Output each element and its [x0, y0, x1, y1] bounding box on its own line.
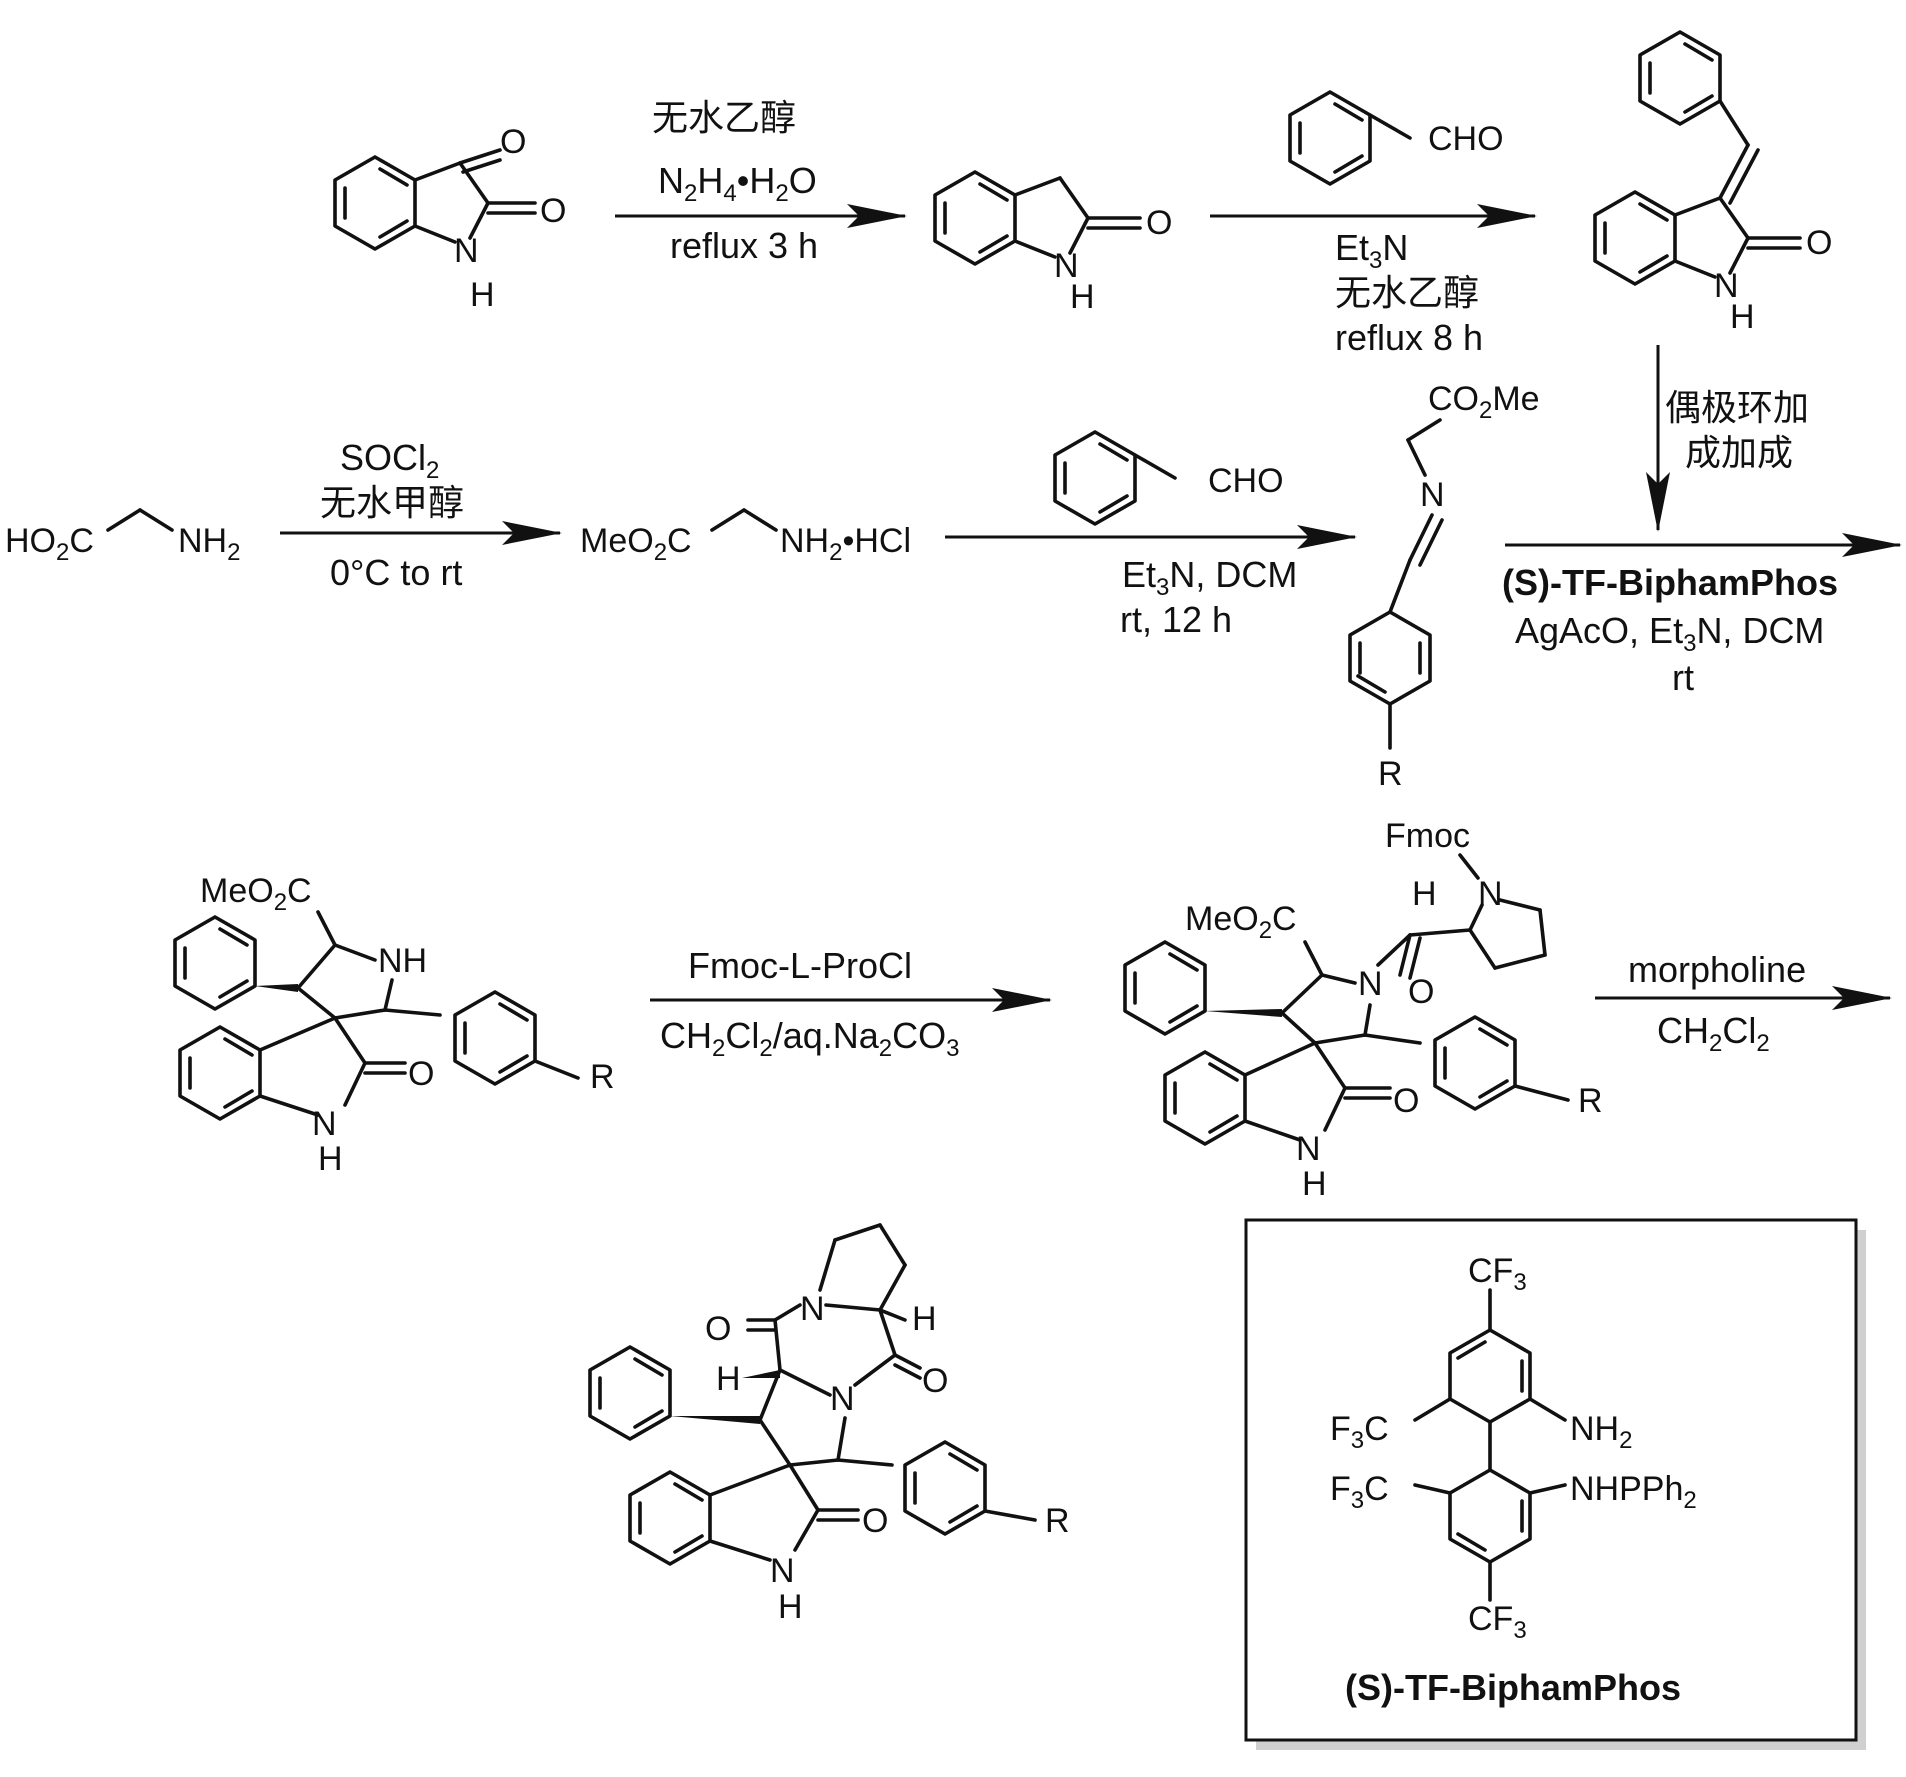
- fmoc-pro-amide-o: O: [1408, 973, 1434, 1011]
- step7-reagent: Fmoc-L-ProCl: [688, 945, 912, 986]
- dkp-o1: O: [705, 1310, 731, 1348]
- cho-label-1: CHO: [1428, 120, 1504, 158]
- benzylidene-h: H: [1730, 298, 1755, 336]
- isatin-structure: O O N H: [335, 123, 566, 314]
- dkp-r: R: [1045, 1502, 1070, 1540]
- fmoc-pro-amide-structure: Fmoc N H O N MeO2C R: [1125, 817, 1603, 1203]
- ligand-box: CF3 F3C NH2 F3C NHPPh2 CF3 (S)-TF-Bipham…: [1246, 1220, 1866, 1750]
- spiro2-meo2c: MeO2C: [1185, 900, 1297, 944]
- dkp-n1: N: [800, 1290, 825, 1328]
- dkp-h3: H: [778, 1588, 803, 1626]
- ligand-nhpph2: NHPPh2: [1570, 1470, 1697, 1514]
- step5-line2: rt, 12 h: [1120, 599, 1232, 640]
- imine-co2me: CO2Me: [1428, 380, 1540, 424]
- dkp-n2: N: [830, 1380, 855, 1418]
- spiro2-n: N: [1296, 1130, 1321, 1168]
- glycine-ester-hcl-structure: MeO2C NH2•HCl: [580, 510, 911, 566]
- step4-solvent: 无水甲醇: [320, 482, 464, 523]
- step1-solvent: 无水乙醇: [652, 97, 796, 138]
- spiro1-n: N: [312, 1105, 337, 1143]
- ester-meo2c: MeO2C: [580, 522, 692, 566]
- isatin-h: H: [470, 276, 495, 314]
- step2-conditions: reflux 8 h: [1335, 317, 1483, 358]
- benzaldehyde-structure-1: CHO: [1290, 92, 1504, 184]
- dkp-h1: H: [912, 1300, 937, 1338]
- spiro1-o: O: [408, 1055, 434, 1093]
- step4-reagent: SOCl2: [340, 437, 439, 484]
- benzylidene-o: O: [1806, 224, 1832, 262]
- imine-n: N: [1420, 476, 1445, 514]
- step2-solvent: 无水乙醇: [1335, 272, 1479, 313]
- spiro1-r: R: [590, 1058, 615, 1096]
- step2-base: Et3N: [1335, 227, 1408, 274]
- isatin-n: N: [454, 232, 479, 270]
- step8-solvent: CH2Cl2: [1657, 1010, 1770, 1057]
- isatin-o2: O: [540, 192, 566, 230]
- spiro1-h: H: [318, 1140, 343, 1178]
- isatin-o1: O: [500, 123, 526, 161]
- dkp-h2: H: [716, 1360, 741, 1398]
- step3-line1: 偶极环加: [1665, 387, 1809, 428]
- imine-r: R: [1378, 755, 1403, 793]
- fmoc-label: Fmoc: [1385, 817, 1470, 855]
- fmoc-pro-ring-n: N: [1358, 965, 1383, 1003]
- step3-line2: 成加成: [1685, 432, 1793, 473]
- oxindole-o: O: [1146, 204, 1172, 242]
- step1-reagent: N2H4•H2O: [658, 160, 817, 207]
- dkp-o2: O: [922, 1362, 948, 1400]
- step7-conditions: CH2Cl2/aq.Na2CO3: [660, 1015, 960, 1062]
- step5-line1: Et3N, DCM: [1122, 554, 1297, 601]
- spiro2-o: O: [1393, 1082, 1419, 1120]
- oxindole-structure: O N H: [935, 172, 1172, 316]
- spirooxindole-structure: MeO2C NH R O N H: [175, 872, 615, 1178]
- step6-reagents: AgAcO, Et3N, DCM: [1515, 610, 1824, 657]
- spiro2-h: H: [1302, 1165, 1327, 1203]
- dkp-o3: O: [862, 1502, 888, 1540]
- diketopiperazine-product-structure: N O H O N H R: [590, 1225, 1070, 1626]
- glycine-ho2c: HO2C: [5, 522, 94, 566]
- oxindole-h: H: [1070, 278, 1095, 316]
- glycine-nh2: NH2: [178, 522, 240, 566]
- ester-nh2-hcl: NH2•HCl: [780, 522, 911, 566]
- step6-temp: rt: [1672, 657, 1694, 698]
- cho-label-2: CHO: [1208, 462, 1284, 500]
- spiro1-meo2c: MeO2C: [200, 872, 312, 916]
- step4-conditions: 0°C to rt: [330, 552, 462, 593]
- benzylidene-oxindole-structure: O N H: [1595, 32, 1832, 336]
- benzaldehyde-structure-2: CHO: [1055, 432, 1284, 524]
- ligand-caption: (S)-TF-BiphamPhos: [1345, 1667, 1681, 1708]
- spiro2-r: R: [1578, 1082, 1603, 1120]
- step8-reagent: morpholine: [1628, 949, 1806, 990]
- glycine-structure: HO2C NH2: [5, 510, 240, 566]
- step1-conditions: reflux 3 h: [670, 225, 818, 266]
- step6-catalyst: (S)-TF-BiphamPhos: [1502, 562, 1838, 603]
- fmoc-pro-h: H: [1412, 875, 1437, 913]
- dkp-n3: N: [770, 1552, 795, 1590]
- spiro1-nh: NH: [378, 942, 427, 980]
